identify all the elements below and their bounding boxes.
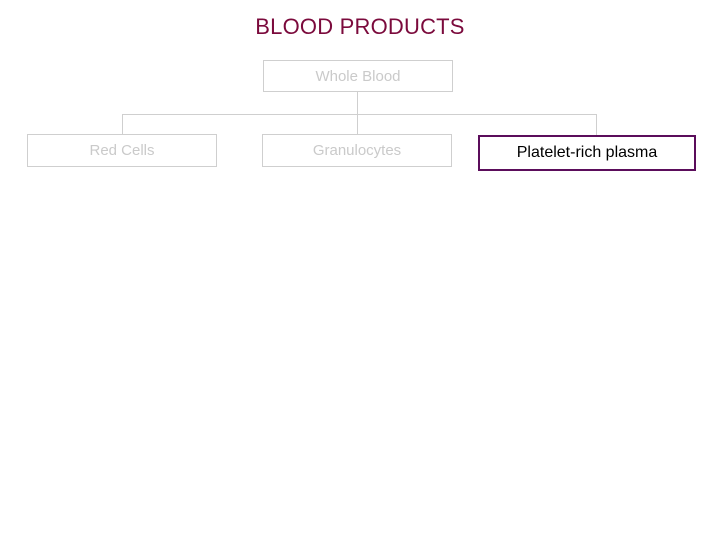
node-whole-blood[interactable]: Whole Blood — [263, 60, 453, 92]
node-red-cells-label: Red Cells — [89, 142, 155, 159]
node-platelet-rich-plasma[interactable]: Platelet-rich plasma — [478, 135, 696, 171]
connector-horizontal-bus — [122, 114, 596, 115]
connector-drop-granulocytes — [357, 114, 358, 134]
connector-drop-red-cells — [122, 114, 123, 134]
connector-drop-platelet-rich-plasma — [596, 114, 597, 135]
node-granulocytes-label: Granulocytes — [312, 142, 402, 159]
node-whole-blood-label: Whole Blood — [315, 67, 401, 85]
node-granulocytes[interactable]: Granulocytes — [262, 134, 452, 167]
node-platelet-rich-plasma-label: Platelet-rich plasma — [516, 144, 658, 161]
node-red-cells[interactable]: Red Cells — [27, 134, 217, 167]
page-title: BLOOD PRODUCTS — [255, 14, 465, 39]
connector-trunk — [357, 92, 358, 115]
